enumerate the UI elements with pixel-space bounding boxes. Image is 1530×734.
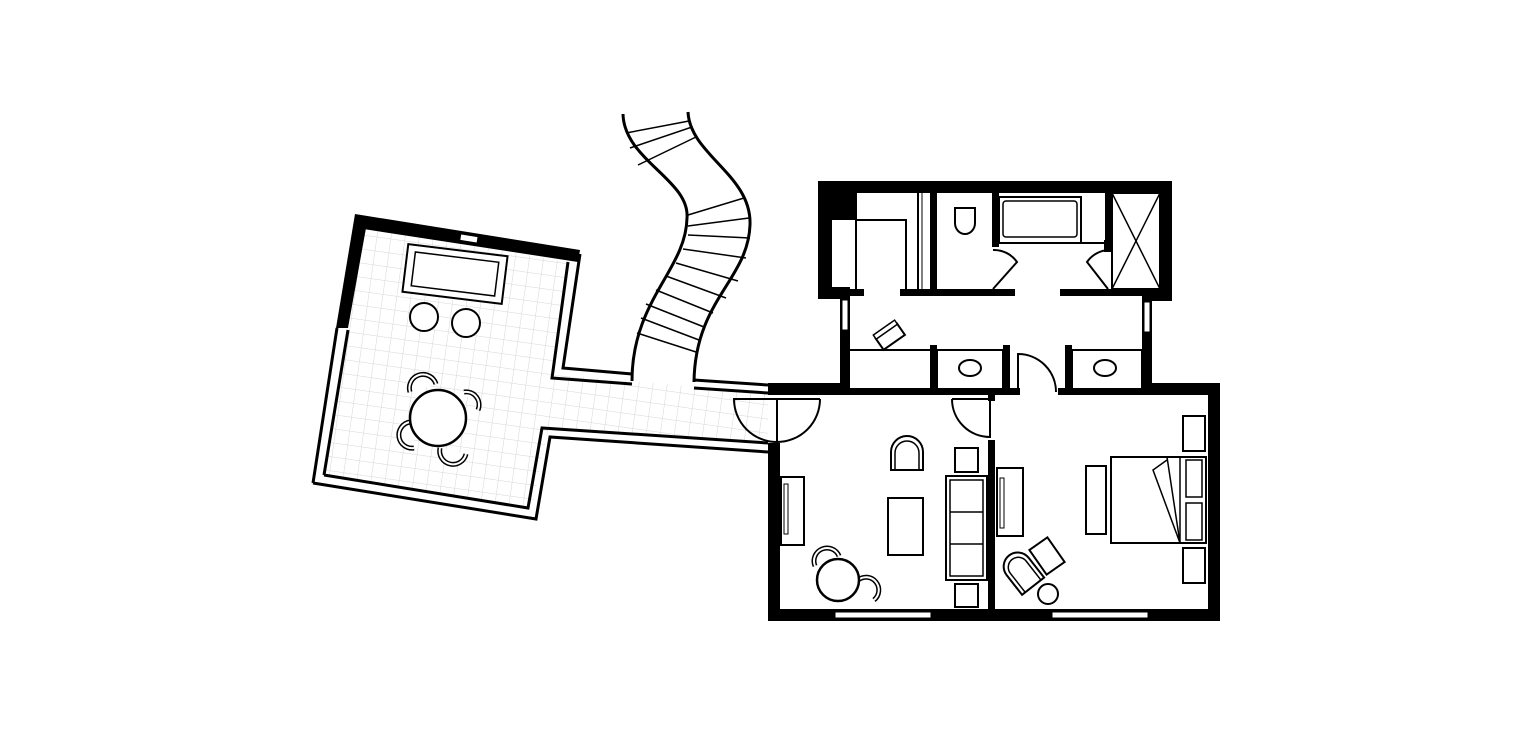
chair: [872, 319, 907, 352]
terrace: [311, 214, 769, 521]
corridor-top-rail: [693, 378, 769, 387]
armchair: [890, 435, 924, 471]
wall: [1142, 383, 1220, 395]
terrace-bottom-rail: [312, 435, 769, 521]
dining-table: [408, 388, 468, 448]
window: [834, 611, 932, 619]
toilet: [954, 207, 976, 235]
wall: [930, 345, 937, 390]
walk-in-closet: [830, 193, 923, 289]
wall: [840, 296, 850, 390]
bathtub-inner: [1002, 200, 1078, 238]
terrace-inner-edge: [550, 261, 633, 386]
stool: [1037, 583, 1059, 605]
terrace-outer-edge: [561, 253, 633, 376]
side-table: [954, 447, 979, 473]
side-table: [954, 583, 979, 608]
wall: [1142, 290, 1172, 301]
shower: [1111, 192, 1161, 290]
wall: [850, 289, 864, 296]
wall: [992, 193, 999, 247]
wall: [1105, 193, 1112, 247]
wall: [988, 440, 995, 615]
staircase: [621, 111, 752, 383]
pillow: [1185, 502, 1203, 541]
stair-left-edge: [621, 113, 689, 382]
bathroom: [998, 196, 1110, 290]
hallway-door: [1017, 352, 1057, 393]
dining-table: [815, 557, 861, 603]
wall: [830, 193, 856, 219]
stool: [409, 302, 439, 332]
armchair: [1002, 551, 1046, 597]
double-bed: [1110, 456, 1207, 544]
sofa: [401, 242, 509, 306]
wall: [818, 181, 1172, 193]
window: [1051, 611, 1149, 619]
stair-treads: [625, 120, 751, 353]
wall: [1142, 296, 1152, 390]
corridor-top-rail-inner: [693, 386, 769, 395]
sink: [1093, 359, 1117, 377]
wc-door: [992, 248, 1019, 290]
terrace-bottom-rail-inner: [323, 426, 769, 510]
pillow: [1185, 459, 1203, 498]
couch: [945, 475, 988, 581]
wall: [1065, 345, 1072, 390]
ottoman: [1027, 536, 1067, 576]
window: [841, 299, 849, 331]
bedroom: [996, 415, 1207, 605]
wall: [840, 388, 1020, 395]
wall: [818, 181, 830, 299]
wall: [988, 393, 995, 401]
nightstand: [1182, 547, 1206, 584]
wall: [900, 289, 1015, 296]
chair: [397, 421, 415, 450]
chair: [463, 390, 481, 411]
nightstand: [1182, 415, 1206, 452]
stair-right-edge: [686, 111, 752, 383]
bath-door: [1085, 249, 1110, 290]
bedroom-door: [951, 398, 991, 439]
wall: [930, 193, 937, 293]
terrace-left-rail-inner: [322, 329, 350, 476]
chair: [438, 447, 467, 466]
suite: [732, 181, 1220, 621]
chair: [408, 373, 437, 393]
wall: [1060, 289, 1150, 296]
wall: [1003, 345, 1010, 390]
stool: [451, 308, 481, 338]
wall: [768, 383, 850, 395]
wall: [1058, 388, 1153, 395]
terrace-left-rail: [311, 327, 339, 484]
terrace-window: [458, 232, 480, 245]
wall: [1104, 240, 1112, 252]
wall: [1208, 383, 1220, 621]
dining-set: [811, 545, 882, 603]
wall: [1160, 181, 1172, 301]
terrace-left-wall: [336, 214, 366, 328]
hallway: [850, 319, 1143, 393]
living-room: [780, 435, 988, 608]
wc: [954, 207, 1019, 290]
bench: [1085, 465, 1107, 535]
wall: [768, 443, 780, 621]
sink: [958, 359, 982, 377]
coffee-table: [887, 497, 924, 556]
window: [1143, 301, 1151, 333]
dining-set: [396, 371, 482, 467]
